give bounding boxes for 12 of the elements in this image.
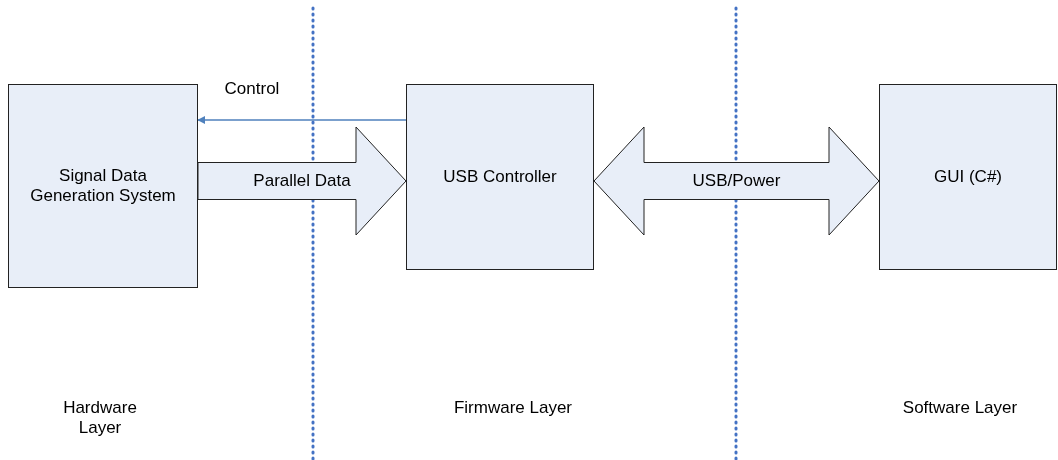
layer-label: Software Layer <box>901 398 1019 418</box>
layer-label: Hardware Layer <box>62 398 138 438</box>
process-box: USB Controller <box>406 84 594 270</box>
edge-label: USB/Power <box>692 171 781 191</box>
arrow <box>197 116 407 124</box>
double-block-arrow <box>593 126 880 236</box>
block-arrow <box>197 126 407 236</box>
edge-label: Control <box>224 79 280 99</box>
edge-label: Parallel Data <box>253 171 351 191</box>
process-box: GUI (C#) <box>879 84 1057 270</box>
layer-label: Firmware Layer <box>453 398 573 418</box>
process-box: Signal Data Generation System <box>8 84 198 288</box>
